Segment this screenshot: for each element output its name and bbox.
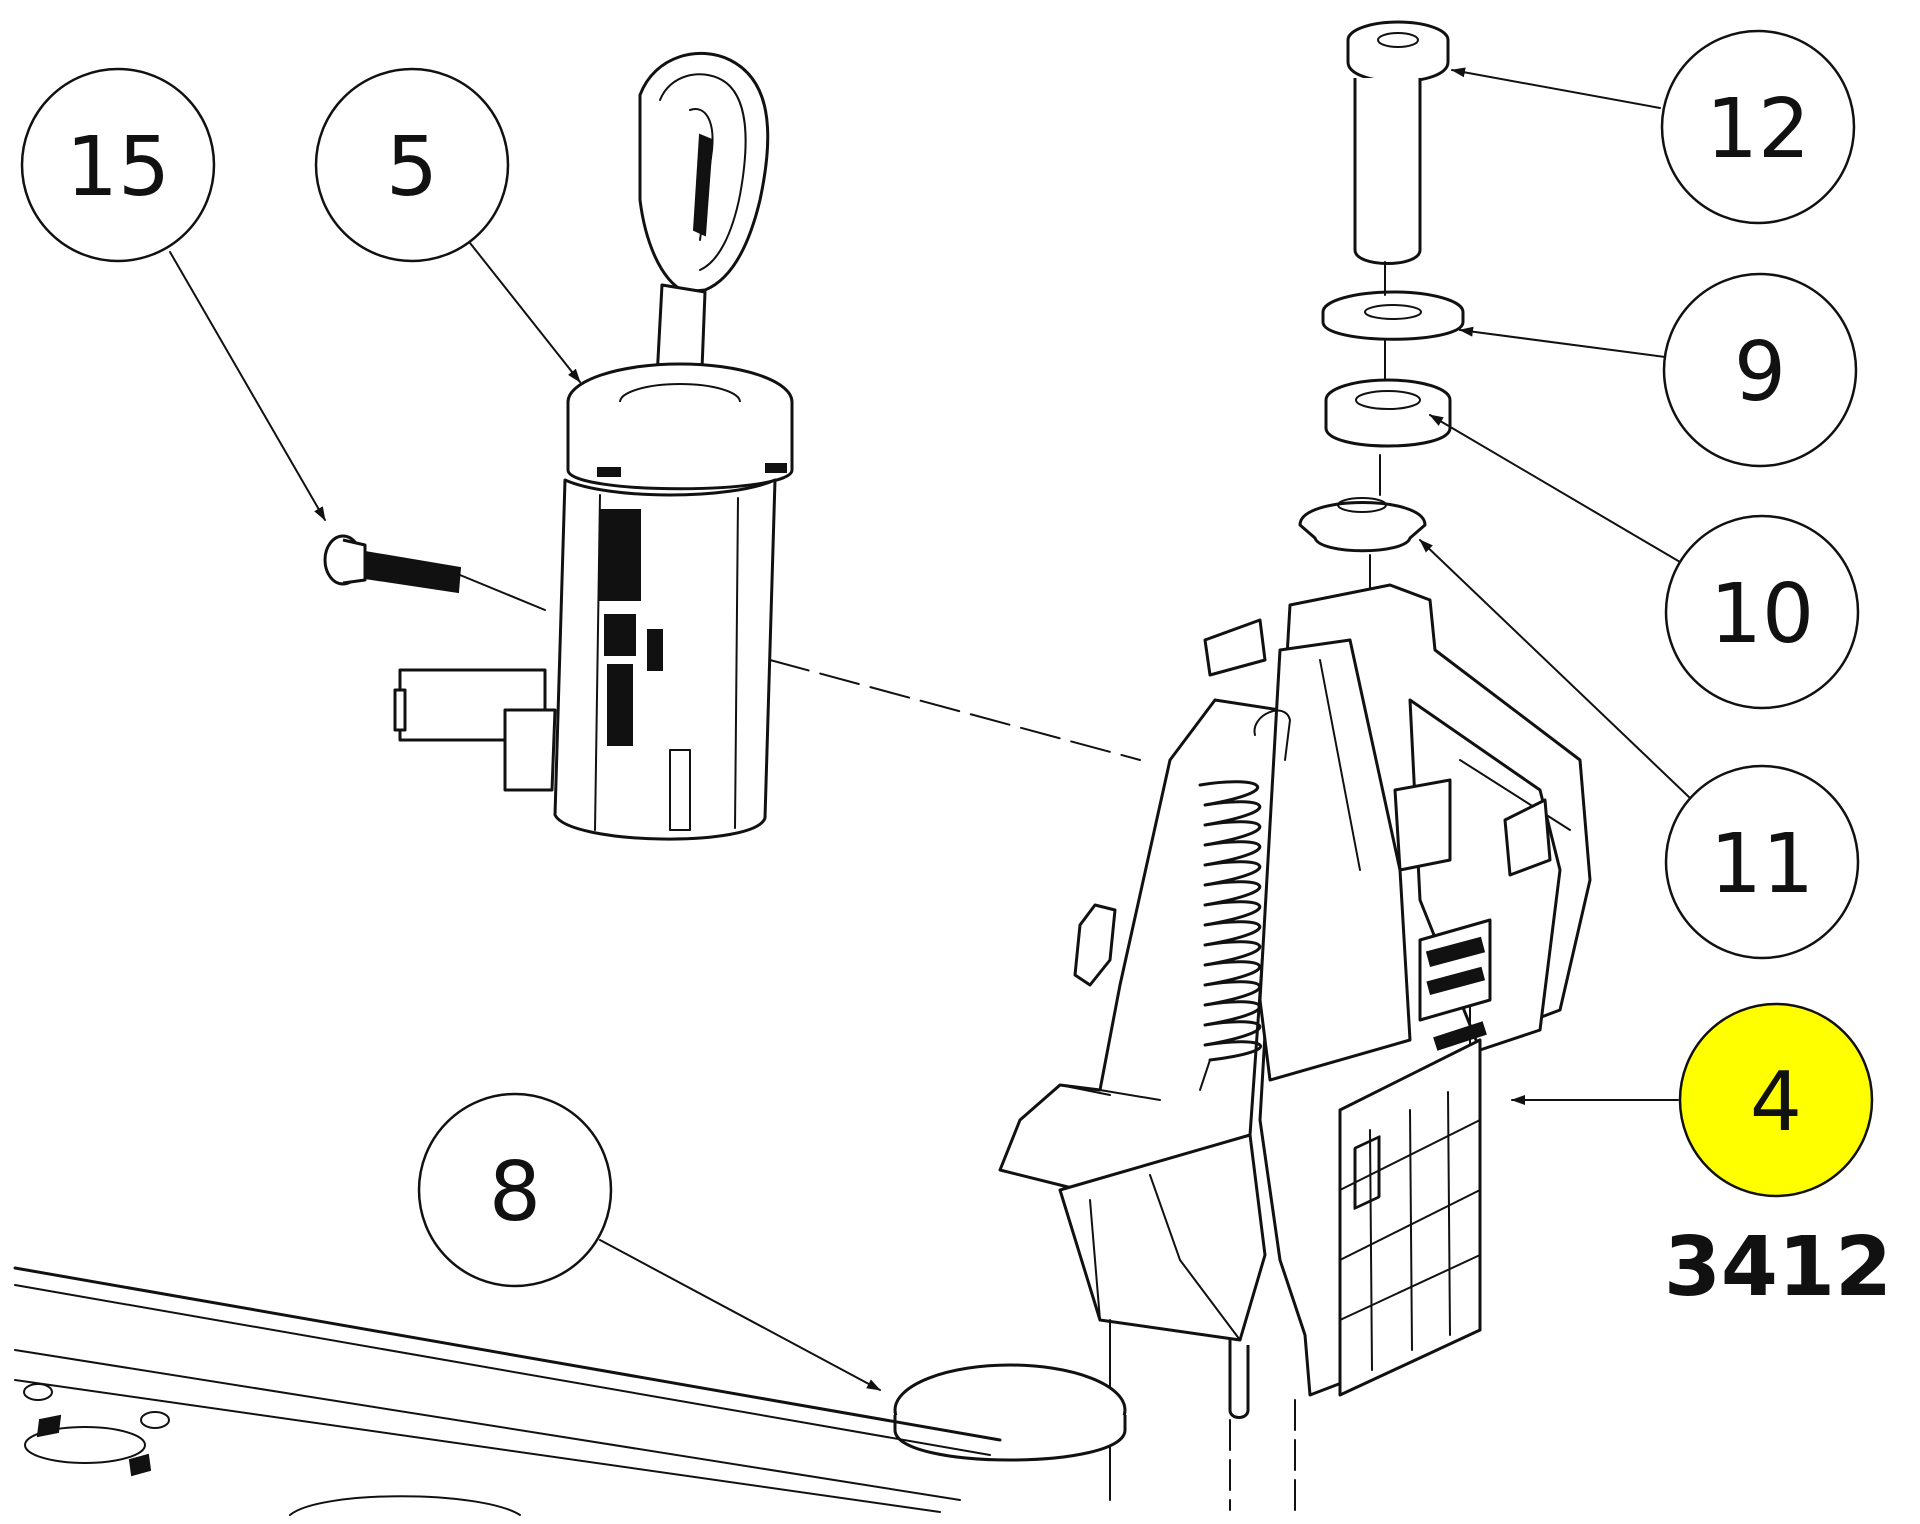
- callout-11-label: 11: [1710, 817, 1814, 912]
- screw-part: [323, 534, 546, 611]
- latch-bracket-part: [998, 583, 1592, 1511]
- callout-4-label: 4: [1750, 1055, 1802, 1150]
- callout-10-label: 10: [1710, 567, 1814, 662]
- callout-9-label: 9: [1734, 325, 1786, 420]
- lock-cylinder-part: [393, 52, 794, 841]
- cap-disc-part: [893, 1363, 1127, 1462]
- callout-5-label: 5: [386, 120, 438, 215]
- spring-part: [1198, 709, 1291, 1091]
- leader-lines: [169, 67, 1691, 1391]
- callout-9: 9: [1662, 272, 1858, 468]
- callout-8: 8: [417, 1092, 613, 1288]
- spacer-part: [1324, 378, 1452, 448]
- bushing-part: [1298, 497, 1427, 553]
- callout-4: 4: [1678, 1002, 1874, 1198]
- label-markings: [599, 509, 691, 831]
- part-code: 3412: [1664, 1220, 1892, 1315]
- socket-screw-part: [1346, 20, 1450, 265]
- callout-15: 15: [20, 67, 216, 263]
- washer-part: [1321, 290, 1465, 341]
- callout-15-label: 15: [66, 120, 170, 215]
- callout-11: 11: [1664, 764, 1860, 960]
- callout-12: 12: [1660, 29, 1856, 225]
- callout-5: 5: [314, 67, 510, 263]
- callout-8-label: 8: [489, 1145, 541, 1240]
- callout-10: 10: [1664, 514, 1860, 710]
- base-panel: [13, 1266, 1002, 1516]
- callout-12-label: 12: [1706, 82, 1810, 177]
